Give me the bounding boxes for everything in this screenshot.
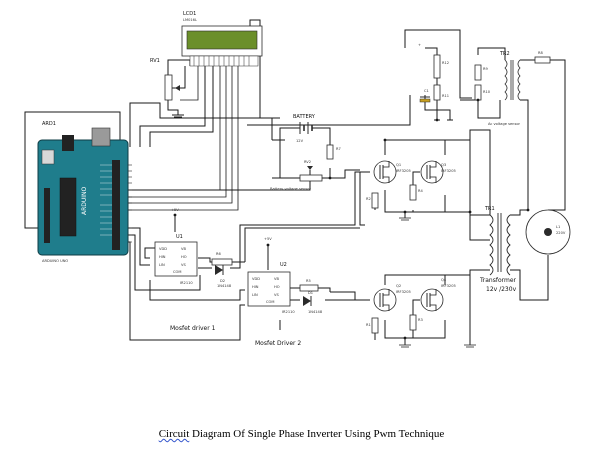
svg-text:HIN: HIN [252,285,259,289]
u2-vcc: +5V [264,237,272,241]
battery: BATTERY 12V [293,114,318,143]
lamp-l1: L1 220V [525,209,571,255]
r2-label: R2 [366,197,371,201]
q4-label: Q4 [441,278,447,282]
r3-label: R3 [418,318,423,322]
ac-sensor-block: + R12 R11 C1 R9 R10 TR2 R8 Ac voltage se… [418,43,551,126]
driver-u1: VDD HIN LIN VB HO VS COM U1 IR2110 +5V R… [154,208,233,332]
tr1-label: TR1 [484,206,495,212]
r1-resistor: R1 [366,317,379,334]
u1-label: U1 [176,234,183,240]
svg-text:HO: HO [274,285,280,289]
arduino-part-label: ARDUINO UNO [42,259,68,263]
mosfet-q3: Q3 IRF3205 [420,160,456,184]
driver-u2: VDD HIN LIN VB HO VS COM U2 IR2110 +5V R… [247,237,323,347]
d1-part: 1N4148 [308,310,323,314]
svg-text:VB: VB [181,247,186,251]
transformer-rating: 12v /230v [486,286,517,293]
d2-label: D2 [220,279,225,283]
arduino-logo: ARDUINO [81,186,88,215]
mosfet-q2: Q2 IRF3205 [373,284,411,312]
svg-text:LIN: LIN [159,263,165,267]
junction-dots [173,98,530,340]
mosfet-q4: Q4 IRF3205 [420,278,456,312]
rv1-potentiometer: RV1 [150,58,184,118]
c1-label: C1 [424,89,429,93]
q4-part: IRF3205 [441,284,456,288]
l1-value: 220V [556,231,566,235]
r12-label: R12 [442,61,449,65]
svg-text:LIN: LIN [252,293,258,297]
r8-label: R8 [538,51,543,55]
lcd-label: LCD1 [183,11,196,17]
q3-part: IRF3205 [441,169,456,173]
svg-text:VS: VS [181,263,186,267]
figure-caption: Circuit Diagram Of Single Phase Inverter… [0,428,603,440]
r6-label: R6 [216,252,221,256]
battery-sensor-label: Battery voltage sensor [270,187,311,191]
mosfet-driver-1-label: Mosfet driver 1 [170,325,216,332]
q2-part: IRF3205 [396,290,411,294]
svg-text:VDD: VDD [252,277,260,281]
battery-value: 12V [296,139,304,143]
l1-label: L1 [556,225,560,229]
r10-label: R10 [483,90,491,94]
r3-resistor: R3 [409,314,423,331]
r4-resistor: R4 [409,184,423,201]
q1-part: IRF3205 [396,169,411,173]
arduino-board: ARDUINO ARD1 ARDUINO UNO [37,121,132,263]
rv1-label: RV1 [150,58,160,64]
mosfet-driver-2-label: Mosfet Driver 2 [255,340,301,347]
q2-label: Q2 [396,284,401,288]
lcd-part-label: LM016L [183,18,197,22]
q3-label: Q3 [441,163,446,167]
u2-label: U2 [280,262,287,268]
r7-label: R7 [336,147,341,151]
transformer-label: Transformer [479,277,517,284]
rv2-potentiometer: RV2 [299,160,323,182]
r11-label: R11 [442,94,449,98]
ground-symbols [399,217,476,348]
u2-part: IR2110 [282,310,295,314]
rv2-label: RV2 [304,160,311,164]
svg-text:HIN: HIN [159,255,166,259]
d2-part: 1N4148 [217,284,232,288]
q1-label: Q1 [396,163,401,167]
svg-text:VS: VS [274,293,279,297]
d1-label: D1 [308,291,313,295]
transformer-tr1: TR1 Transformer 12v /230v [479,206,517,293]
svg-text:HO: HO [181,255,187,259]
tr2-label: TR2 [499,51,510,57]
r2-resistor: R2 [366,192,379,209]
mosfet-q1: Q1 IRF3205 [373,160,411,184]
u1-part: IR2110 [180,281,193,285]
r7-resistor: R7 [326,144,341,160]
lcd-display: LCD1 LM016L [181,11,263,67]
svg-text:COM: COM [173,270,181,274]
svg-text:COM: COM [266,300,274,304]
svg-text:VB: VB [274,277,279,281]
r5-label: R5 [306,279,311,283]
arduino-label: ARD1 [42,121,56,127]
u1-vcc: +5V [171,208,179,212]
caption-rest: Diagram Of Single Phase Inverter Using P… [189,428,445,440]
r1-label: R1 [366,323,371,327]
r9-label: R9 [483,67,488,71]
ground-label: + [418,43,421,47]
battery-label: BATTERY [293,114,316,120]
caption-first-word: Circuit [158,428,190,440]
ac-sensor-label: Ac voltage sensor [488,122,521,126]
r4-label: R4 [418,189,423,193]
svg-text:VDD: VDD [159,247,167,251]
